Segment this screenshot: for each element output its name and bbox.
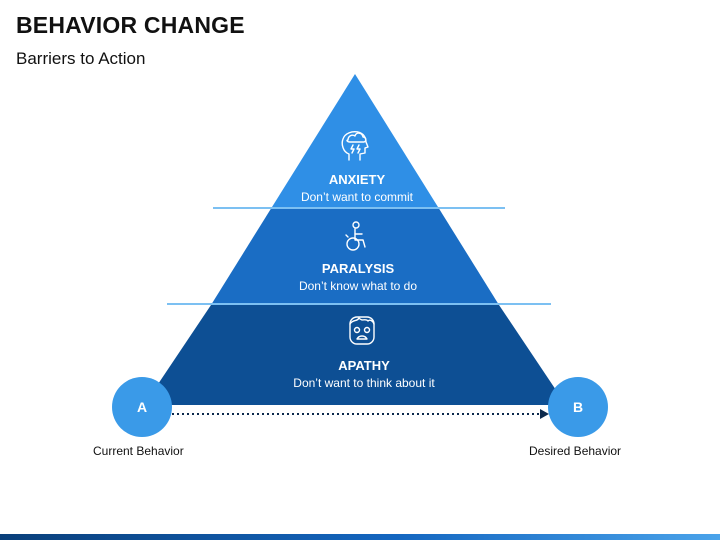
desired-behavior-caption: Desired Behavior bbox=[529, 444, 622, 458]
tier-paralysis-shape bbox=[211, 207, 499, 305]
node-b-label: B bbox=[573, 399, 583, 415]
slide-subtitle: Barriers to Action bbox=[16, 49, 146, 68]
tier-apathy-shape bbox=[144, 305, 566, 405]
current-behavior-caption: Current Behavior bbox=[93, 444, 184, 458]
node-a-circle bbox=[112, 377, 172, 437]
tier-anxiety-description: Don’t want to commit bbox=[301, 190, 414, 204]
tier-paralysis-description: Don’t know what to do bbox=[299, 279, 417, 293]
slide-title: BEHAVIOR CHANGE bbox=[16, 12, 245, 38]
tier-apathy-title: APATHY bbox=[338, 358, 390, 373]
footer-accent-bar bbox=[0, 534, 720, 540]
tier-paralysis-title: PARALYSIS bbox=[322, 261, 395, 276]
progress-arrow-head bbox=[540, 409, 549, 419]
worried-head-icon bbox=[341, 131, 369, 161]
tier-anxiety-title: ANXIETY bbox=[329, 172, 386, 187]
frustrated-face-icon bbox=[349, 316, 375, 345]
wheelchair-icon bbox=[345, 221, 366, 251]
tier-anxiety-shape bbox=[272, 74, 438, 207]
node-a-label: A bbox=[137, 399, 147, 415]
node-b-circle bbox=[548, 377, 608, 437]
tier-apathy-description: Don’t want to think about it bbox=[293, 376, 435, 390]
